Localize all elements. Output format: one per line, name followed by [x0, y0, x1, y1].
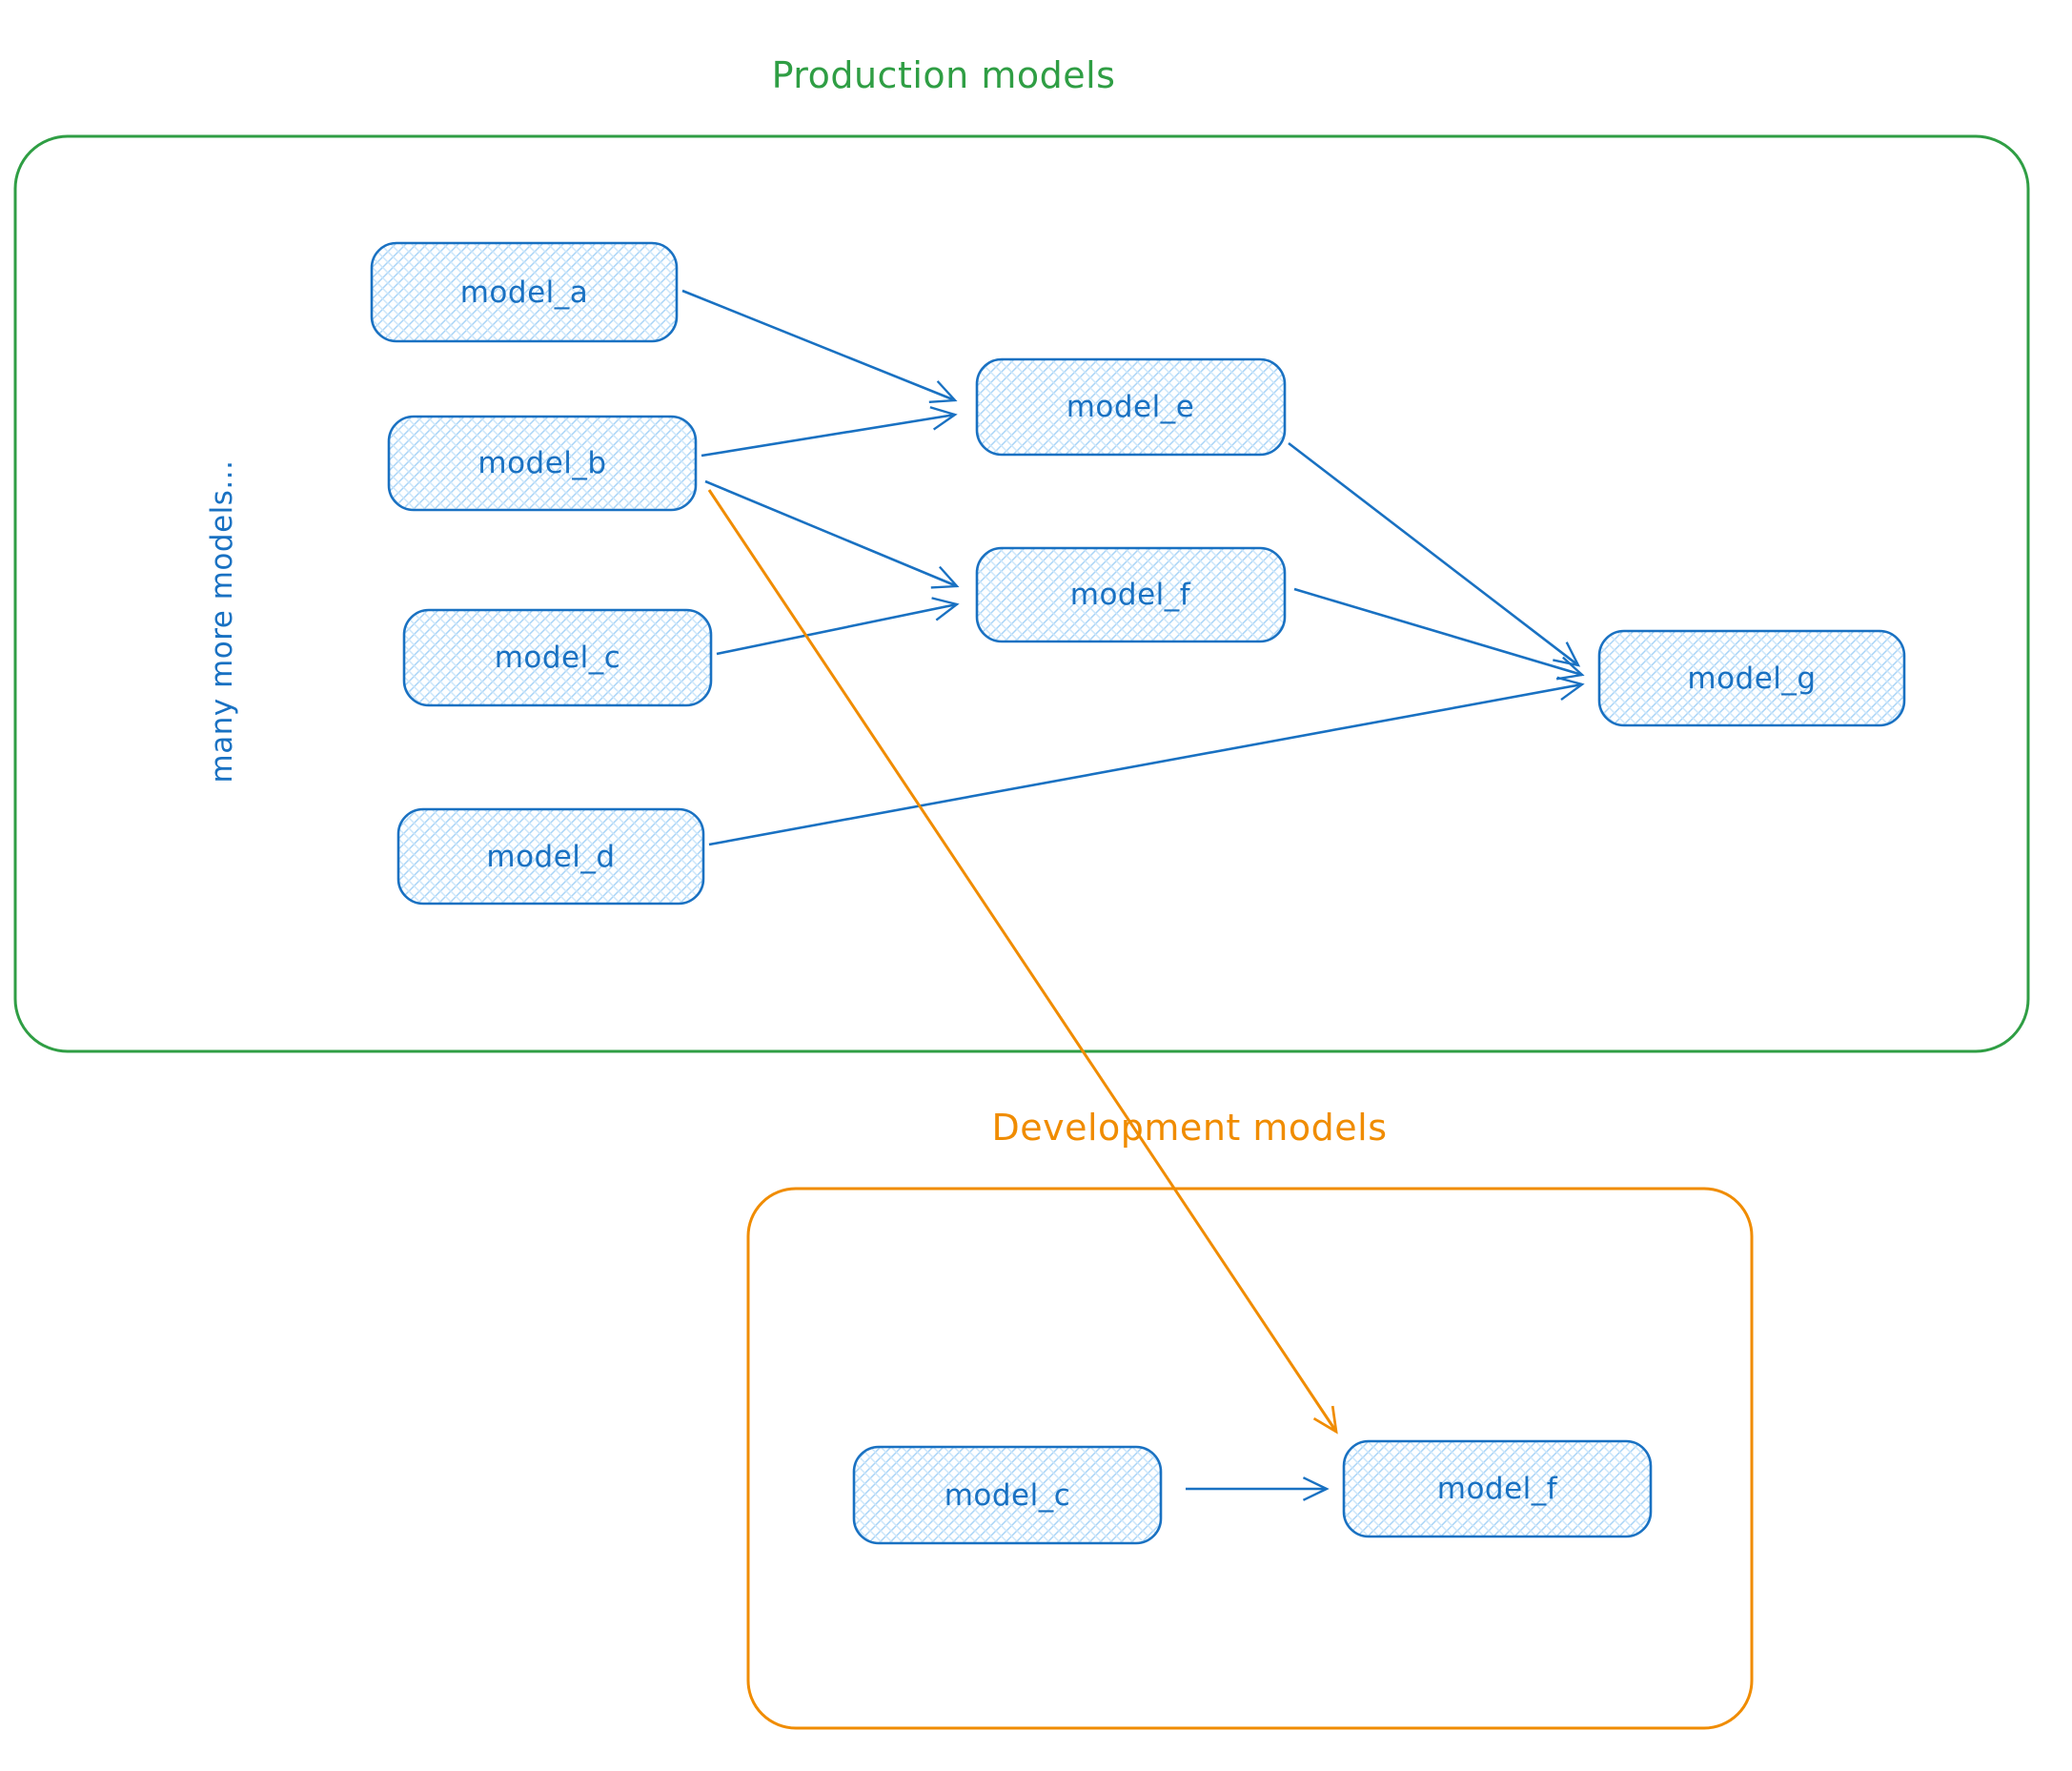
node-model_c: model_c	[402, 608, 713, 707]
node-model_g-label: model_g	[1687, 662, 1816, 696]
node-model_g: model_g	[1597, 629, 1906, 727]
cross-edges	[707, 489, 1338, 1435]
node-model_e-label: model_e	[1066, 390, 1195, 424]
production-edges	[681, 289, 1585, 846]
node-dev-model_c-label: model_c	[945, 1478, 1071, 1513]
node-dev-model_f-label: model_f	[1437, 1472, 1558, 1506]
node-model_b: model_b	[387, 415, 698, 512]
node-model_d: model_d	[396, 807, 705, 906]
node-model_e: model_e	[975, 357, 1287, 457]
node-model_f: model_f	[975, 546, 1287, 643]
edge-model_e-to-model_g	[1288, 441, 1581, 667]
node-dev-model_c-box	[852, 1445, 1163, 1545]
edge-model_b-to-model_f	[704, 479, 960, 589]
production-frame: Production models many more models...	[13, 54, 2030, 1053]
development-container	[746, 1187, 1754, 1730]
development-title: Development models	[991, 1107, 1387, 1149]
node-model_a-label: model_a	[460, 275, 589, 310]
edge-model_b-to-dev-model_f	[707, 489, 1338, 1435]
node-dev-model_c: model_c	[852, 1445, 1163, 1545]
edge-model_d-to-model_g	[708, 676, 1585, 846]
node-dev-model_f: model_f	[1342, 1439, 1653, 1538]
edge-model_c-to-model_f	[716, 597, 960, 656]
node-model_d-label: model_d	[486, 840, 615, 874]
production-title: Production models	[772, 54, 1116, 96]
development-nodes: model_c model_f	[852, 1439, 1653, 1545]
node-model_b-label: model_b	[477, 446, 606, 480]
node-model_d-box	[396, 807, 705, 906]
node-model_a: model_a	[370, 241, 679, 343]
node-dev-model_f-box	[1342, 1439, 1653, 1538]
edge-model_a-to-model_e	[681, 289, 958, 403]
node-model_b-box	[387, 415, 698, 512]
production-nodes: model_a model_b model_c model_d model_e …	[370, 241, 1906, 906]
node-model_f-label: model_f	[1070, 578, 1191, 612]
node-model_f-box	[975, 546, 1287, 643]
edge-model_f-to-model_g	[1293, 587, 1585, 681]
node-model_c-label: model_c	[495, 641, 621, 675]
production-container	[13, 134, 2030, 1053]
node-model_a-box	[370, 241, 679, 343]
edge-model_b-to-model_e	[701, 406, 958, 458]
node-model_e-box	[975, 357, 1287, 457]
development-frame: Development models	[746, 1107, 1754, 1730]
node-model_c-box	[402, 608, 713, 707]
node-model_g-box	[1597, 629, 1906, 727]
many-more-models-annotation: many more models...	[205, 460, 239, 784]
